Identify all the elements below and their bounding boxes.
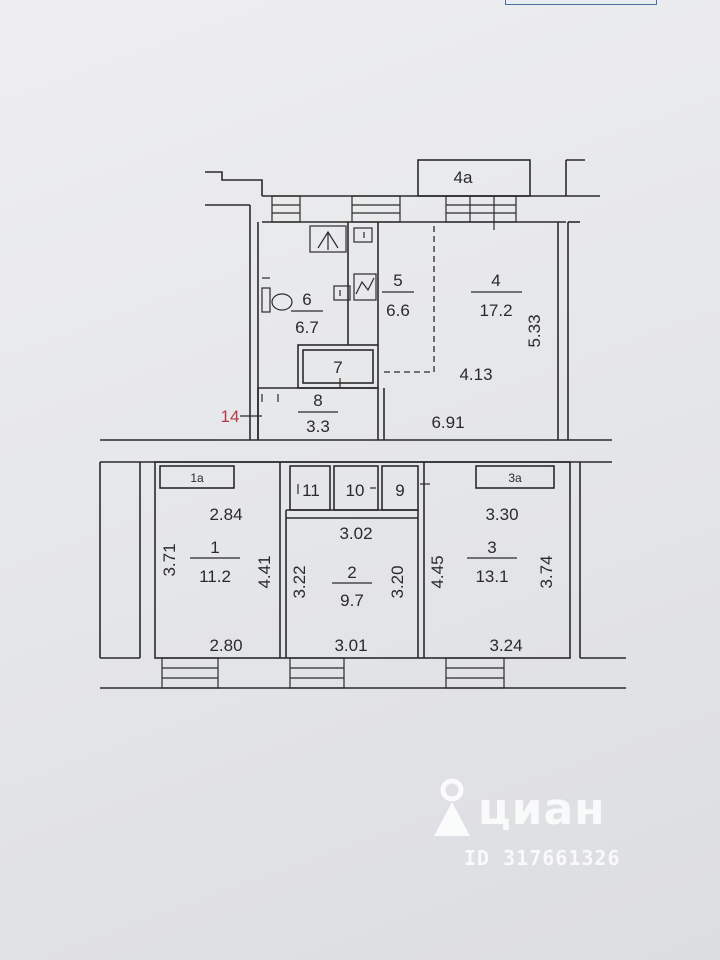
room-3-number: 3: [487, 538, 496, 557]
walls: [99, 159, 626, 689]
dim-room1-top: 2.84: [209, 505, 242, 524]
watermark-listing-id: ID 317661326: [464, 846, 621, 870]
window-top-3: [445, 195, 517, 223]
room-4-area: 17.2: [479, 301, 512, 320]
window-bottom-1: [161, 657, 219, 689]
stove-icon: [353, 273, 377, 301]
room-2-number: 2: [347, 563, 356, 582]
room-1-number: 1: [210, 538, 219, 557]
dim-room3-bottom: 3.24: [489, 636, 522, 655]
page-corner-frame: [505, 0, 657, 5]
room-7-number: 7: [333, 358, 342, 377]
dim-room4-width: 4.13: [459, 365, 492, 384]
window-bottom-2: [289, 657, 345, 689]
windows: [161, 195, 517, 689]
room-5-area: 6.6: [386, 301, 410, 320]
room-9-number: 9: [395, 481, 404, 500]
window-bottom-3: [445, 657, 505, 689]
window-top-2: [351, 195, 401, 223]
location-pin-icon: [434, 778, 470, 836]
dim-corridor-length: 6.91: [431, 413, 464, 432]
room-6-number: 6: [302, 290, 311, 309]
fixtures: [261, 222, 495, 494]
dim-room1-left: 3.71: [160, 543, 179, 576]
room-5-number: 5: [393, 271, 402, 290]
shower-icon: [309, 225, 347, 253]
closet-1a-label: 1a: [190, 471, 204, 485]
annex-4a-label: 4a: [454, 168, 473, 187]
dim-room2-bottom: 3.01: [334, 636, 367, 655]
watermark-brand: циан: [478, 784, 606, 835]
fraction-bars: [190, 291, 522, 584]
room-4-number: 4: [491, 271, 500, 290]
room-6-area: 6.7: [295, 318, 319, 337]
dim-room1-right: 4.41: [255, 555, 274, 588]
room-8-number: 8: [313, 391, 322, 410]
room-11-number: 11: [302, 481, 320, 500]
kitchen-sink-icon: [333, 285, 351, 301]
radiator-marks: [261, 222, 495, 494]
dim-room2-left: 3.22: [290, 565, 309, 598]
room-2-area: 9.7: [340, 591, 364, 610]
dim-room2-top: 3.02: [339, 524, 372, 543]
dim-room3-top: 3.30: [485, 505, 518, 524]
dim-room1-bottom: 2.80: [209, 636, 242, 655]
entrance-marker: 14: [221, 407, 240, 426]
toilet-icon: [261, 287, 293, 313]
dim-room2-right: 3.20: [388, 565, 407, 598]
room-1-area: 11.2: [199, 567, 231, 586]
room-8-area: 3.3: [306, 417, 330, 436]
dim-room3-left: 4.45: [428, 555, 447, 588]
window-top-1: [271, 195, 301, 223]
room-10-number: 10: [346, 481, 365, 500]
watermark: циан ID 317661326: [432, 776, 662, 876]
sink-icon: [353, 227, 373, 243]
room-3-area: 13.1: [475, 567, 508, 586]
dashed-partitions: [384, 226, 435, 373]
dim-room3-right: 3.74: [537, 555, 556, 588]
dim-room4-height: 5.33: [525, 314, 544, 347]
closet-3a-label: 3a: [508, 471, 522, 485]
